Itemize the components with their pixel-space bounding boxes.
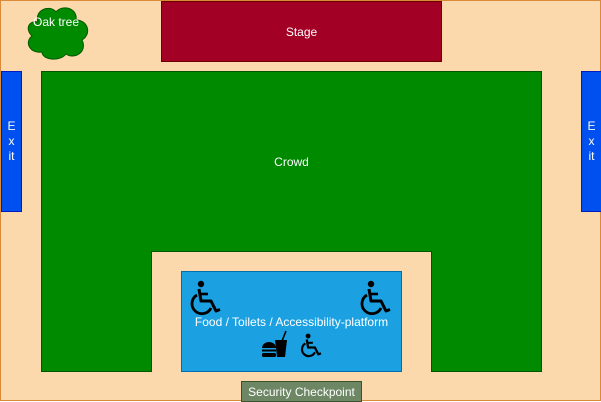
wheelchair-icon <box>190 280 221 315</box>
exit-left: Exit <box>1 71 22 212</box>
drink-icon <box>275 330 287 357</box>
exit-right: Exit <box>581 71 601 212</box>
crowd-area-left-wing <box>41 251 152 372</box>
burger-icon <box>262 342 276 357</box>
exit-right-label: Exit <box>587 119 596 163</box>
security-checkpoint-label: Security Checkpoint <box>248 384 355 399</box>
wheelchair-icon <box>300 333 322 358</box>
crowd-area-right-wing <box>431 251 542 372</box>
oak-tree-label: Oak tree <box>32 15 80 29</box>
stage-label: Stage <box>285 24 318 39</box>
facilities-label: Food / Toilets / Accessibility-platform <box>194 314 389 329</box>
oak-tree-shape <box>27 7 89 60</box>
crowd-label: Crowd <box>274 154 309 169</box>
stage-area: Stage <box>161 1 442 62</box>
facilities-area: Food / Toilets / Accessibility-platform <box>181 271 402 372</box>
crowd-area: Crowd <box>41 71 542 252</box>
wheelchair-icon <box>360 280 391 315</box>
security-checkpoint: Security Checkpoint <box>241 381 362 402</box>
exit-left-label: Exit <box>7 119 16 163</box>
